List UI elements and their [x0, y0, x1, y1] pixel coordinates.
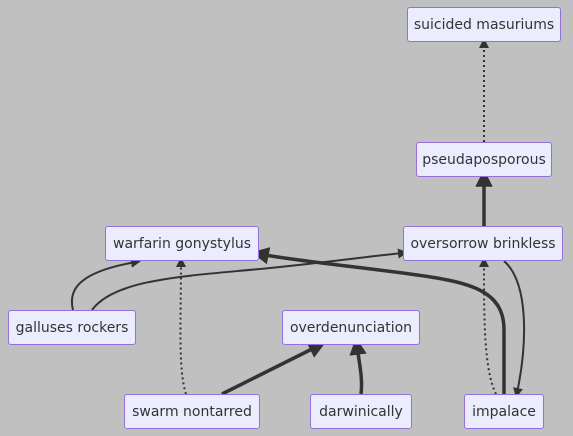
node-darwinically[interactable]: darwinically: [310, 394, 412, 429]
edge-swarm-to-overdenunciation: [221, 342, 326, 396]
edge-swarm-to-warfarin: [175, 257, 187, 395]
node-galluses-rockers[interactable]: galluses rockers: [8, 310, 136, 345]
node-oversorrow-brinkless[interactable]: oversorrow brinkless: [403, 226, 563, 261]
node-impalace[interactable]: impalace: [464, 394, 544, 429]
node-swarm-nontarred[interactable]: swarm nontarred: [124, 394, 260, 429]
edge-oversorrow-to-impalace: [503, 260, 526, 398]
node-warfarin-gonystylus[interactable]: warfarin gonystylus: [105, 226, 259, 261]
node-suicided-masuriums[interactable]: suicided masuriums: [407, 7, 561, 42]
edge-impalace-to-warfarin: [251, 247, 506, 394]
edge-galluses-to-oversorrow: [91, 248, 408, 311]
edge-galluses-to-warfarin: [70, 257, 141, 311]
edge-impalace-to-oversorrow: [479, 257, 497, 395]
edge-darwinically-to-overdenunciation: [349, 337, 367, 395]
node-overdenunciation[interactable]: overdenunciation: [282, 310, 420, 345]
node-pseudaposporous[interactable]: pseudaposporous: [416, 142, 552, 177]
